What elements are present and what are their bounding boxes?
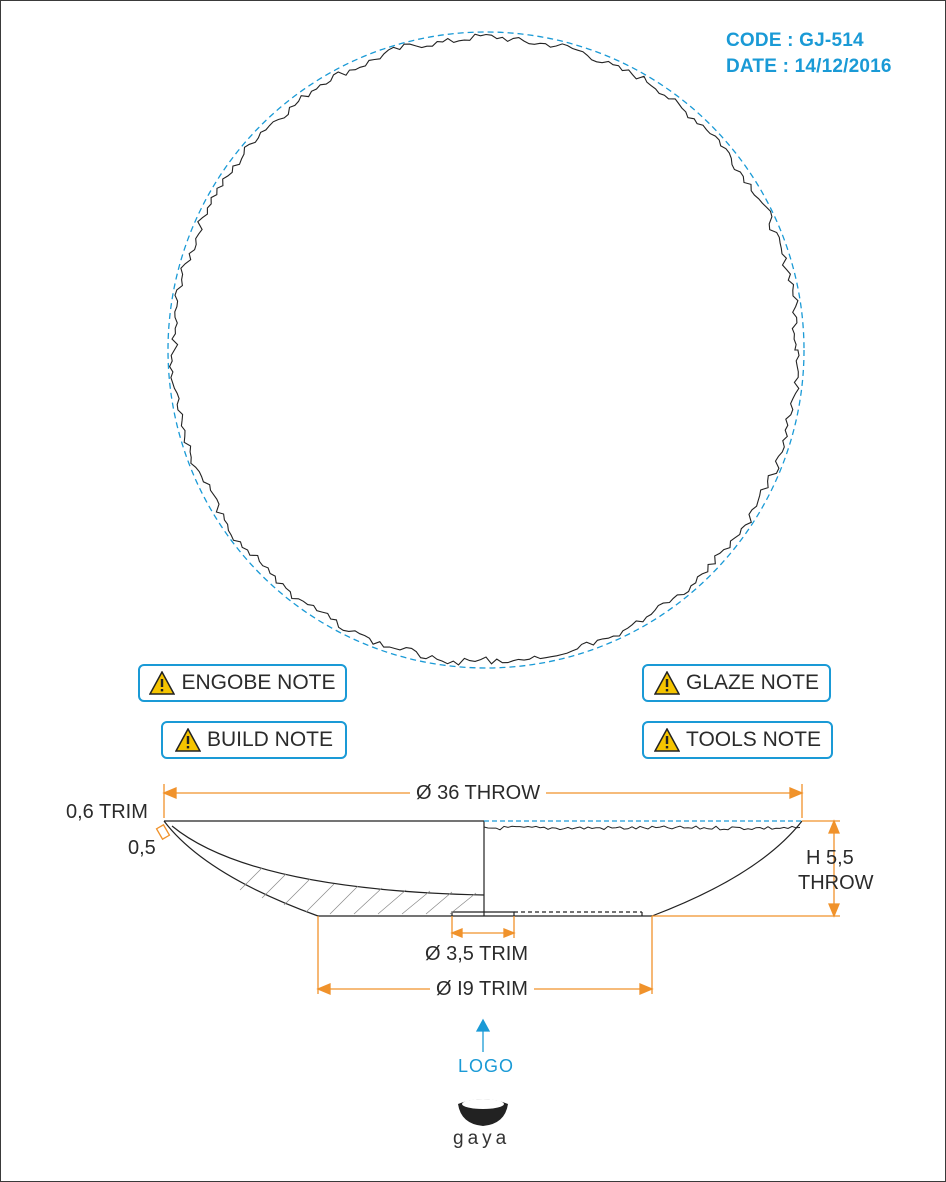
code-label: CODE : GJ-514 bbox=[726, 30, 864, 51]
diameter-throw-label: Ø 36 THROW bbox=[410, 781, 547, 805]
brand-bowl-icon bbox=[458, 1099, 508, 1126]
rim-inner-label: 0,5 bbox=[128, 836, 156, 860]
height-label-line2: THROW bbox=[798, 872, 874, 894]
build-note-label: BUILD NOTE bbox=[206, 728, 334, 751]
foot-inner-label: Ø 3,5 TRIM bbox=[425, 943, 528, 965]
warning-icon bbox=[654, 728, 680, 752]
build-note-button[interactable]: BUILD NOTE bbox=[161, 721, 347, 759]
top-view-reference-circle bbox=[167, 31, 805, 669]
top-view-rim-outline bbox=[168, 33, 800, 666]
date-label: DATE : 14/12/2016 bbox=[726, 56, 892, 77]
logo-label: LOGO bbox=[458, 1056, 515, 1076]
drawing-meta: CODE : GJ-514 DATE : 14/12/2016 bbox=[726, 28, 892, 80]
rim-trim-label: 0,6 TRIM bbox=[66, 800, 148, 824]
warning-icon bbox=[653, 671, 680, 695]
height-label-line1: H 5,5 bbox=[806, 847, 854, 869]
logo-arrow bbox=[475, 1018, 491, 1052]
brand-name: gaya bbox=[453, 1128, 511, 1149]
warning-icon bbox=[174, 728, 201, 752]
glaze-note-button[interactable]: GLAZE NOTE bbox=[642, 664, 831, 702]
foot-outer-label: Ø I9 TRIM bbox=[430, 977, 534, 1001]
section-rim-wave bbox=[483, 825, 801, 831]
tools-note-label: TOOLS NOTE bbox=[686, 728, 821, 751]
engobe-note-label: ENGOBE NOTE bbox=[181, 671, 336, 694]
warning-icon bbox=[149, 671, 176, 695]
section-view bbox=[163, 820, 803, 917]
engobe-note-button[interactable]: ENGOBE NOTE bbox=[138, 664, 347, 702]
tools-note-button[interactable]: TOOLS NOTE bbox=[642, 721, 833, 759]
glaze-note-label: GLAZE NOTE bbox=[685, 671, 820, 694]
section-hatch bbox=[239, 867, 477, 915]
